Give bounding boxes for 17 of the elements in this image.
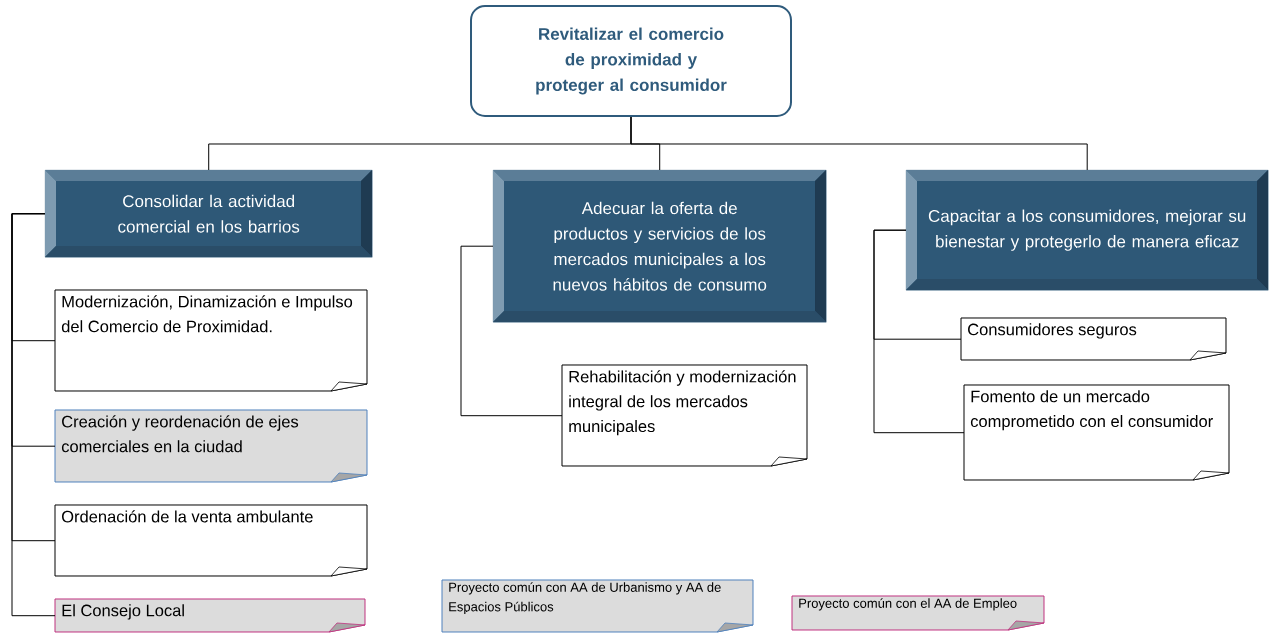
connector-line — [460, 245, 563, 417]
note-box: Creación y reordenación de ejes comerciales en la ciudad — [54, 409, 368, 483]
note-box: Proyecto común con el AA de Empleo — [791, 595, 1045, 631]
note-box: Consumidores seguros — [960, 317, 1227, 361]
note-box: Rehabilitación y modernización integral de los mercados municipales — [561, 364, 808, 467]
note-box: Proyecto común con AA de Urbanismo y AA de Espacios Públicos — [441, 579, 754, 633]
title-box: Revitalizar el comercio de proximidad y proteger al consumidor — [470, 5, 792, 117]
note-box: Ordenación de la venta ambulante — [54, 504, 368, 577]
bevel-box: Consolidar la actividad comercial en los barrios — [45, 170, 373, 258]
connector-line — [873, 229, 965, 434]
connector-line — [11, 213, 56, 617]
note-box: El Consejo Local — [54, 598, 366, 633]
bevel-box: Adecuar la oferta de productos y servicios de los mercados municipales a los nuevos hábitos de consumo — [493, 170, 827, 323]
connector-line — [630, 116, 1088, 171]
note-box: Modernización, Dinamización e Impulso del Comercio de Proximidad. — [54, 289, 368, 392]
note-box: Fomento de un mercado comprometido con el consumidor — [963, 384, 1230, 481]
bevel-box: Capacitar a los consumidores, mejorar su bienestar y protegerlo de manera eficaz — [906, 170, 1269, 291]
